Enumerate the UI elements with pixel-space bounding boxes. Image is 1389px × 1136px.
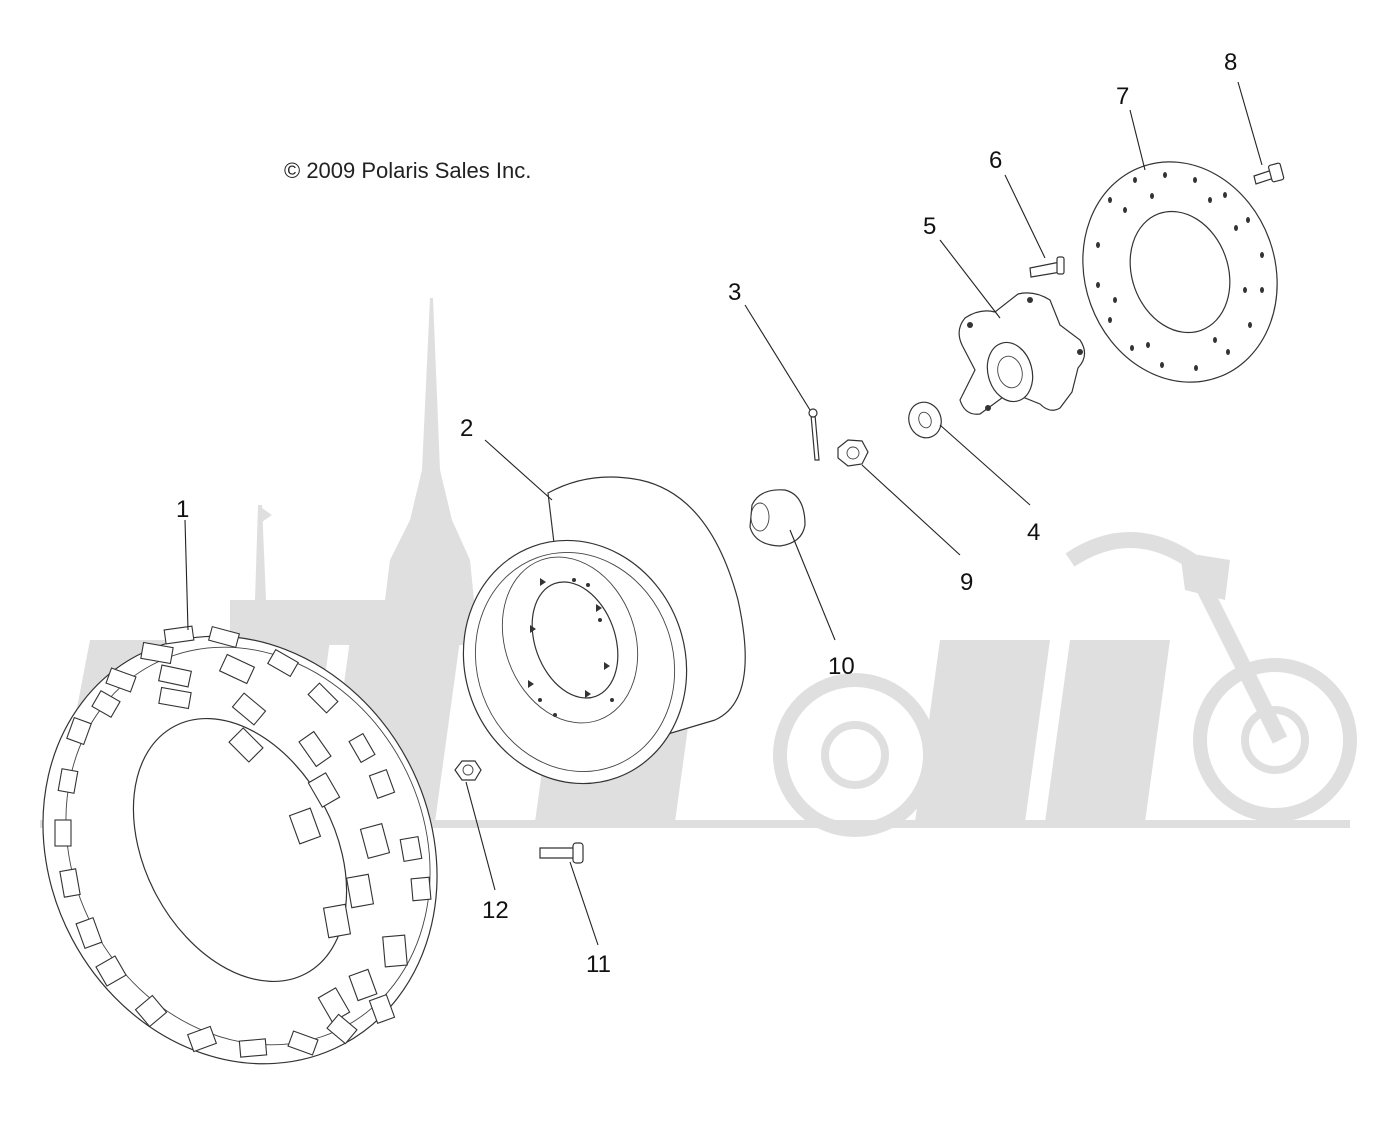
callout-6: 6 — [989, 147, 1002, 174]
tire-icon[interactable] — [0, 567, 511, 1131]
copyright-notice: © 2009 Polaris Sales Inc. — [284, 158, 532, 183]
brake-disc-icon[interactable] — [1052, 134, 1307, 409]
callout-12: 12 — [482, 897, 509, 924]
callout-5: 5 — [923, 213, 936, 240]
callout-labels: 1 2 3 4 5 6 7 8 9 10 11 12 — [176, 49, 1237, 978]
callout-11: 11 — [586, 951, 611, 978]
bolt-icon[interactable] — [1253, 162, 1285, 185]
callout-4: 4 — [1027, 519, 1040, 546]
stud-icon[interactable] — [1029, 256, 1065, 278]
callout-1: 1 — [176, 496, 189, 523]
wheel-rim-icon[interactable] — [430, 476, 746, 815]
cotter-pin-icon[interactable] — [808, 408, 820, 461]
wheel-hub-icon[interactable] — [958, 292, 1086, 415]
lug-nut-icon[interactable] — [454, 760, 482, 781]
callout-8: 8 — [1224, 49, 1237, 76]
callout-3: 3 — [728, 279, 741, 306]
callout-9: 9 — [960, 569, 973, 596]
washer-icon[interactable] — [904, 398, 946, 443]
callout-7: 7 — [1116, 83, 1129, 110]
castle-nut-icon[interactable] — [837, 439, 869, 467]
wheel-stud-icon[interactable] — [539, 842, 584, 864]
callout-10: 10 — [828, 653, 855, 680]
hub-cap-icon[interactable] — [749, 489, 806, 547]
leader-lines — [184, 81, 1263, 946]
callout-2: 2 — [460, 415, 473, 442]
